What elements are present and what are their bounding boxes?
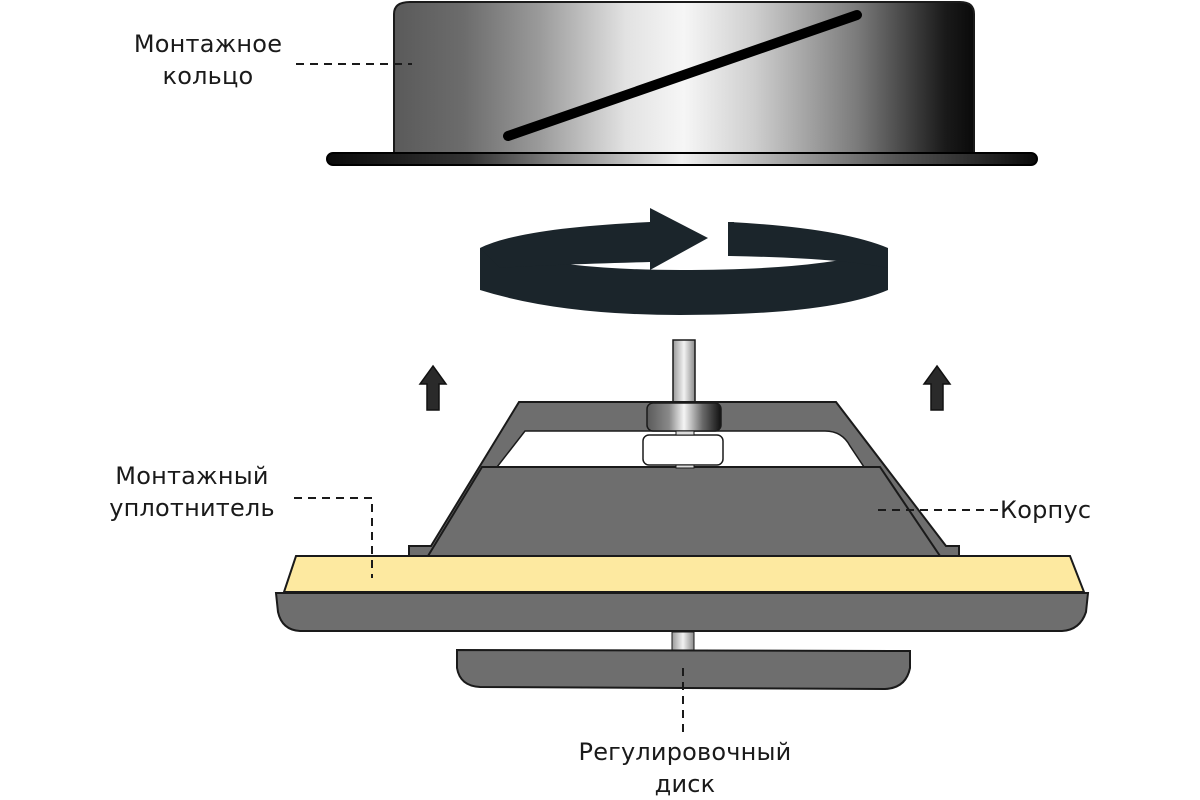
spindle-rod xyxy=(672,339,696,405)
housing-body xyxy=(426,466,942,557)
label-adjustment-disc: Регулировочный диск xyxy=(560,736,810,800)
label-adjustment-disc-line1: Регулировочный xyxy=(578,738,792,766)
leader-mounting-seal xyxy=(294,497,373,578)
rotation-arrow-icon xyxy=(480,208,888,315)
label-mounting-ring-line1: Монтажное xyxy=(133,30,283,58)
label-mounting-ring: Монтажное кольцо xyxy=(118,28,298,92)
base-plate xyxy=(274,592,1090,632)
mounting-seal xyxy=(282,555,1086,593)
arrow-up-right-icon xyxy=(922,364,952,411)
mounting-ring-flange xyxy=(326,152,1038,166)
disc-stem xyxy=(671,631,695,653)
mounting-ring xyxy=(326,0,1038,166)
label-mounting-ring-line2: кольцо xyxy=(162,62,254,90)
mounting-ring-slot xyxy=(503,10,862,141)
spindle-washer xyxy=(642,434,724,466)
housing xyxy=(408,401,960,557)
label-mounting-seal-line2: уплотнитель xyxy=(109,494,275,522)
label-mounting-seal-line1: Монтажный xyxy=(115,462,269,490)
arrow-up-left-icon xyxy=(418,364,448,411)
spindle-nut xyxy=(646,402,722,432)
leader-lines xyxy=(294,63,998,732)
label-mounting-seal: Монтажный уплотнитель xyxy=(92,460,292,524)
label-adjustment-disc-line2: диск xyxy=(654,770,716,798)
label-housing: Корпус xyxy=(1000,496,1092,524)
